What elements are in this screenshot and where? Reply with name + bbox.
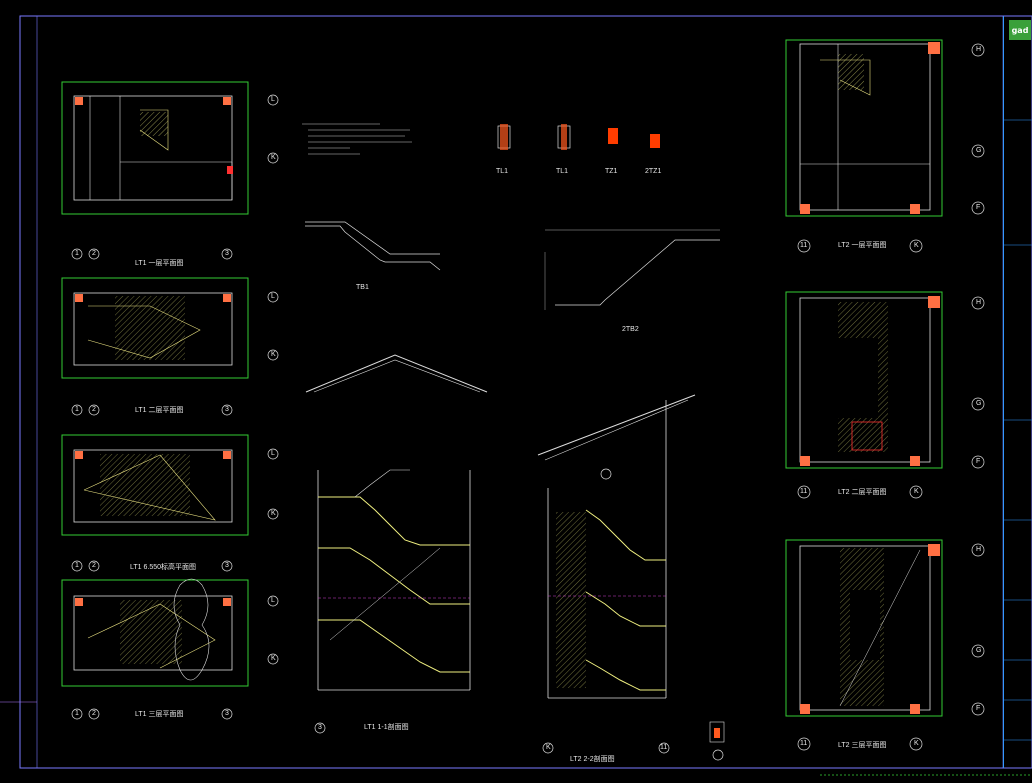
section-title-lt2: LT2 2-2剖面图 xyxy=(570,756,615,763)
plan-title-lt2-2: LT2 二层平面图 xyxy=(838,489,887,496)
axis-label: L xyxy=(271,450,275,457)
axis-label: G xyxy=(976,147,982,154)
axis-label: K xyxy=(271,154,276,161)
beam-details xyxy=(497,124,660,150)
beam-tag: TL1 xyxy=(496,168,509,175)
lt2-section xyxy=(537,394,725,761)
axis-label: F xyxy=(976,705,981,712)
lt1-plan-1 xyxy=(61,81,249,215)
axis-label: 11 xyxy=(660,744,668,751)
axis-label: K xyxy=(914,488,919,495)
axis-label: K xyxy=(271,351,276,358)
axis-label: 2 xyxy=(92,250,96,257)
axis-label: F xyxy=(976,458,981,465)
axis-label: 3 xyxy=(225,710,229,717)
lt2-plan-3 xyxy=(785,539,943,717)
title-block xyxy=(1003,16,1032,768)
axis-label: F xyxy=(976,204,981,211)
axis-label: 1 xyxy=(75,406,79,413)
axis-label: L xyxy=(271,96,275,103)
axis-label: G xyxy=(976,400,982,407)
axis-label: 1 xyxy=(75,250,79,257)
plan-title-lt2-1: LT2 一层平面图 xyxy=(838,242,887,249)
beam-tag: TL1 xyxy=(556,168,569,175)
axis-label: 2 xyxy=(92,562,96,569)
stair-tb2-section xyxy=(544,229,720,310)
beam-tag: TZ1 xyxy=(605,168,618,175)
right-axis-bubbles xyxy=(797,43,985,751)
axis-label: L xyxy=(271,597,275,604)
plan-title-lt1-2: LT1 二层平面图 xyxy=(135,407,184,414)
axis-label: K xyxy=(914,242,919,249)
axis-label: K xyxy=(271,510,276,517)
axis-label: 3 xyxy=(318,724,322,731)
axis-label: H xyxy=(976,546,982,553)
plan-title-lt1-1: LT1 一层平面图 xyxy=(135,260,184,267)
axis-label: 3 xyxy=(225,406,229,413)
axis-label: H xyxy=(976,299,982,306)
axis-label: 11 xyxy=(800,242,808,249)
axis-label: 11 xyxy=(800,740,808,747)
axis-label: H xyxy=(976,46,982,53)
stair-title-tb2: 2TB2 xyxy=(622,326,639,333)
lt2-plan-1 xyxy=(785,39,943,217)
axis-label: K xyxy=(546,744,551,751)
axis-label: 3 xyxy=(225,250,229,257)
axis-label: 3 xyxy=(225,562,229,569)
left-axis-bubbles xyxy=(71,94,279,720)
axis-label: 2 xyxy=(92,710,96,717)
section-title-lt1: LT1 1-1剖面图 xyxy=(364,724,409,731)
company-logo: gad xyxy=(1009,20,1031,40)
lt1-plan-4 xyxy=(61,578,249,687)
lt1-section xyxy=(305,354,488,734)
axis-label: 1 xyxy=(75,710,79,717)
axis-label: L xyxy=(271,293,275,300)
axis-label: K xyxy=(914,740,919,747)
axis-label: 11 xyxy=(800,488,808,495)
axis-label: 1 xyxy=(75,562,79,569)
beam-tag: 2TZ1 xyxy=(645,168,662,175)
lt1-plan-2 xyxy=(61,277,249,379)
title-block-grid xyxy=(1003,119,1032,741)
stair-title-tb1: TB1 xyxy=(356,284,369,291)
plan-title-lt2-3: LT2 三层平面图 xyxy=(838,742,887,749)
stair-tb1-section xyxy=(305,221,441,271)
lt2-plan-2 xyxy=(785,291,943,469)
plan-title-lt1-4: LT1 三层平面图 xyxy=(135,711,184,718)
lt1-plan-3 xyxy=(61,434,249,536)
axis-label: G xyxy=(976,647,982,654)
general-notes xyxy=(302,123,412,155)
axis-label: K xyxy=(271,655,276,662)
plan-title-lt1-3: LT1 6.550标高平面图 xyxy=(130,564,197,571)
axis-label: 2 xyxy=(92,406,96,413)
